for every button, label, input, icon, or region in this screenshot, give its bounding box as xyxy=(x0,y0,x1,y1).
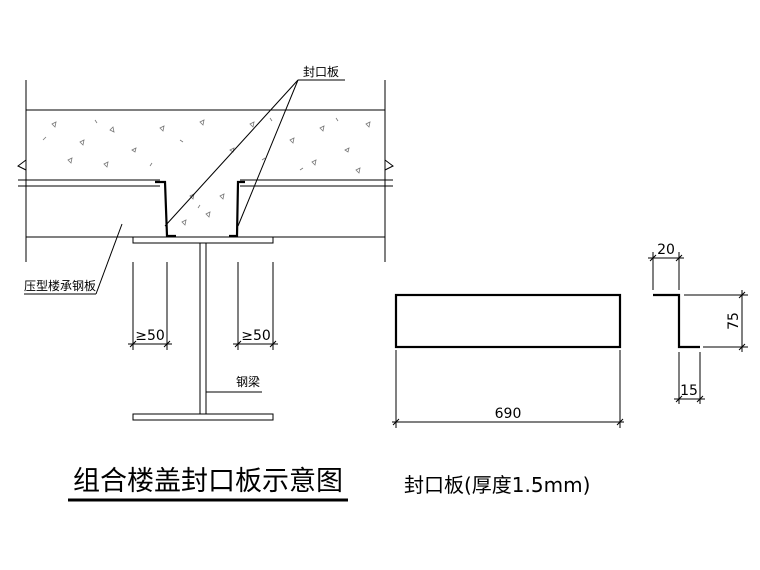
closure-plate-right xyxy=(229,180,245,238)
deck-label: 压型楼承钢板 xyxy=(24,278,96,293)
plate-elevation: 690 xyxy=(392,293,624,428)
profile-shape xyxy=(653,293,700,349)
height-dim: 75 xyxy=(726,312,742,330)
floor-section: ≥50 ≥50 封口板 压型楼承钢板 钢梁 xyxy=(17,65,394,421)
leader-closure-left xyxy=(164,79,299,227)
closure-plate-left xyxy=(155,180,176,238)
plate-width-dim: 690 xyxy=(495,406,522,422)
min-bearing-right-label: ≥50 xyxy=(241,328,271,344)
top-flange-dim: 20 xyxy=(657,242,675,258)
plate-caption: 封口板(厚度1.5mm) xyxy=(404,473,590,497)
drawing-title: 组合楼盖封口板示意图 xyxy=(73,466,343,497)
leader-closure-right xyxy=(237,79,299,227)
concrete-hatch xyxy=(42,117,371,226)
beam-label: 钢梁 xyxy=(236,374,260,389)
closure-plate-label: 封口板 xyxy=(303,65,339,79)
min-bearing-left-label: ≥50 xyxy=(135,328,165,344)
plate-profile: 20 75 15 xyxy=(648,242,748,404)
bottom-flange-dim: 15 xyxy=(680,383,698,399)
steel-beam xyxy=(132,236,274,421)
plate-rectangle xyxy=(394,293,622,349)
